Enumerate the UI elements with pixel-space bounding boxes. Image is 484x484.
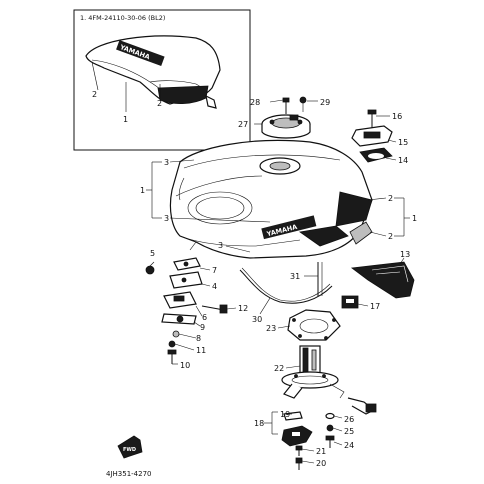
cap-bolt-29 [299, 96, 307, 112]
cap-bolt-28 [282, 97, 290, 114]
callout-13: 13 [400, 250, 410, 259]
oring-26 [325, 412, 335, 420]
callout-3-low: 3 [218, 241, 223, 250]
inset-variant-panel: 1. 4FM-24110-30-06 (BL2) YAMAHA 2 2 1 [73, 9, 251, 151]
bracket-15 [351, 125, 393, 147]
callout-11: 11 [196, 346, 206, 355]
callout-22: 22 [274, 364, 284, 373]
bolt-10 [167, 349, 177, 364]
callout-25: 25 [344, 427, 354, 436]
callout-2-top: 2 [388, 194, 393, 203]
cushion-14 [359, 147, 393, 163]
leader-lines [146, 99, 410, 464]
callout-5: 5 [150, 249, 155, 258]
fuel-tank-main: YAMAHA [169, 139, 373, 259]
washer-25 [326, 424, 334, 432]
bracket-7 [173, 257, 201, 271]
bracket-6 [163, 291, 197, 309]
callout-3-mid: 3 [164, 214, 169, 223]
callout-9: 9 [200, 323, 205, 332]
callout-labels: 28 29 27 16 15 14 3 1 3 3 2 1 2 5 7 4 31… [140, 98, 417, 468]
callout-18: 18 [254, 419, 264, 428]
callout-3-top: 3 [164, 158, 169, 167]
bolt-21 [295, 445, 303, 456]
callout-26: 26 [344, 415, 354, 424]
drawing-code: 4JH351-4270 [106, 470, 151, 478]
callout-28: 28 [250, 98, 260, 107]
callout-4: 4 [212, 282, 217, 291]
callout-7: 7 [212, 266, 217, 275]
washer-11 [168, 340, 176, 348]
callout-31: 31 [290, 272, 300, 281]
bolt-12 [201, 304, 228, 314]
front-direction-arrow: FWD [117, 435, 143, 459]
inset-callout-2b: 2 [157, 99, 162, 108]
callout-27: 27 [238, 120, 248, 129]
callout-17: 17 [370, 302, 380, 311]
bolt-24 [325, 435, 335, 448]
side-cover-13 [350, 261, 415, 299]
bolt-16 [367, 109, 377, 128]
callout-1-right: 1 [412, 214, 417, 223]
inset-tank-shell: YAMAHA [85, 35, 221, 109]
callout-14: 14 [398, 156, 408, 165]
callout-16: 16 [392, 112, 402, 121]
inset-caption: 1. 4FM-24110-30-06 (BL2) [80, 14, 165, 22]
callout-24: 24 [344, 441, 354, 450]
bolt-20 [295, 457, 303, 470]
callout-10: 10 [180, 361, 190, 370]
collar-8 [172, 330, 180, 338]
callout-21: 21 [316, 447, 326, 456]
inset-frame [73, 9, 251, 151]
callout-15: 15 [398, 138, 408, 147]
damper-17 [341, 295, 359, 309]
sender-unit-18 [281, 425, 313, 447]
gasket-23 [287, 309, 341, 341]
plate-4 [169, 271, 203, 289]
front-arrow-text: FWD [123, 447, 136, 453]
hose-30 [239, 267, 333, 304]
fuel-pump-22 [281, 345, 377, 415]
fuel-cap-assembly [261, 114, 311, 139]
callout-1-left: 1 [140, 186, 145, 195]
callout-19: 19 [280, 410, 290, 419]
hose-31 [317, 262, 323, 296]
callout-8: 8 [196, 334, 201, 343]
callout-6: 6 [202, 313, 207, 322]
damper-9 [161, 313, 197, 325]
inset-callout-2a: 2 [92, 90, 97, 99]
callout-29: 29 [320, 98, 330, 107]
callout-2-bottom: 2 [388, 232, 393, 241]
inset-callout-1: 1 [123, 115, 128, 124]
callout-20: 20 [316, 459, 326, 468]
washer-5 [145, 265, 155, 275]
callout-12: 12 [238, 304, 248, 313]
callout-30: 30 [252, 315, 262, 324]
callout-23: 23 [266, 324, 276, 333]
